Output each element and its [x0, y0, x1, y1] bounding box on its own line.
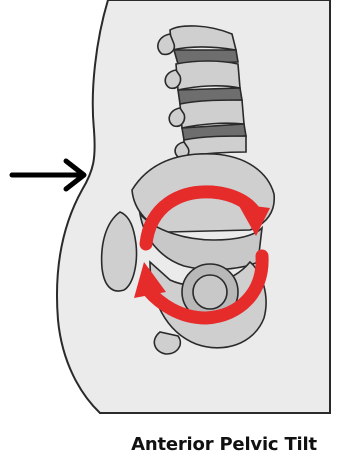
- vertebra: [176, 61, 240, 90]
- femoral-head: [193, 275, 227, 309]
- diagram-caption: Anterior Pelvic Tilt: [0, 434, 352, 455]
- vertebra: [180, 100, 244, 128]
- pubic-bone: [154, 332, 180, 354]
- right-arrow-icon: [12, 161, 84, 189]
